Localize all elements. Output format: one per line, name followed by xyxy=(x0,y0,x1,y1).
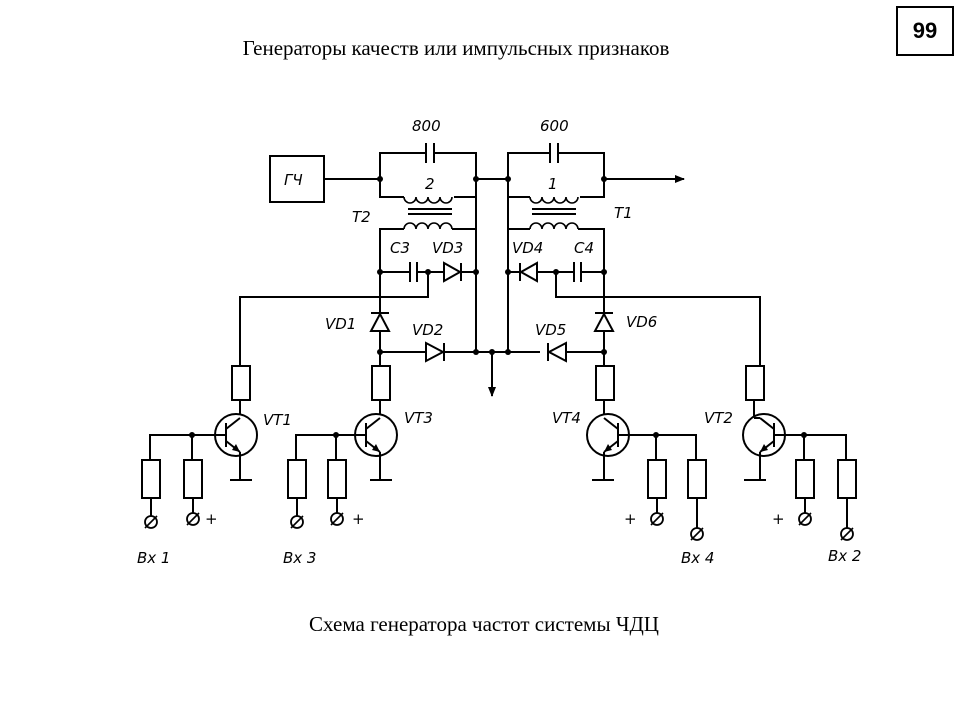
t2-secondary-winding xyxy=(403,222,453,230)
diode-vd3 xyxy=(443,261,476,283)
slide-title: Генераторы качеств или импульсных призна… xyxy=(242,36,670,60)
vt1-plus-sign: + xyxy=(205,510,218,528)
diode-vd1 xyxy=(369,311,391,352)
capacitor-c4-label: C4 xyxy=(574,239,594,257)
diode-vd6 xyxy=(593,311,615,352)
transformer-t1-core xyxy=(532,208,576,215)
transistor-vt2-label: VT2 xyxy=(704,409,733,427)
input-2-label: Bx 2 xyxy=(828,547,861,565)
vt2-plus-sign: + xyxy=(772,510,785,528)
transistor-vt4-label: VT4 xyxy=(552,409,581,427)
input-1-label: Bx 1 xyxy=(137,549,170,567)
diode-vd5-label: VD5 xyxy=(535,321,566,339)
diode-vd1-label: VD1 xyxy=(325,315,356,333)
diode-vd4 xyxy=(508,261,538,283)
diode-vd2 xyxy=(425,341,446,363)
page-number-badge: 99 xyxy=(896,6,954,56)
capacitor-c3-label: C3 xyxy=(390,239,410,257)
figure-caption: Схема генератора частот системы ЧДЦ xyxy=(309,612,659,636)
diode-vd5 xyxy=(546,341,567,363)
capacitor-800-label: 800 xyxy=(412,117,441,135)
transistor-vt1-label: VT1 xyxy=(263,411,292,429)
diode-vd4-label: VD4 xyxy=(512,239,543,257)
input-3-label: Bx 3 xyxy=(283,549,316,567)
transformer-t2-label: T2 xyxy=(352,208,371,226)
diode-vd6-label: VD6 xyxy=(626,313,657,331)
vt3-plus-sign: + xyxy=(352,510,365,528)
frequency-generator-box xyxy=(269,155,325,203)
transistor-vt3-label: VT3 xyxy=(404,409,433,427)
generator-label: ГЧ xyxy=(284,171,303,189)
transistor-vt1 xyxy=(141,365,258,529)
vt4-plus-sign: + xyxy=(624,510,637,528)
t1-secondary-winding xyxy=(529,222,579,230)
transistor-vt2 xyxy=(742,365,857,541)
vt2-collector-line xyxy=(555,272,761,366)
diode-vd2-label: VD2 xyxy=(412,321,443,339)
coil-1-label: 1 xyxy=(548,175,558,193)
input-4-label: Bx 4 xyxy=(681,549,714,567)
coil-2-label: 2 xyxy=(425,175,435,193)
capacitor-600-label: 600 xyxy=(540,117,569,135)
vt1-collector-line xyxy=(239,272,429,366)
transformer-t2-core xyxy=(408,208,452,215)
capacitor-c3 xyxy=(380,262,444,282)
transformer-t1-label: T1 xyxy=(614,204,633,222)
capacitor-c4 xyxy=(537,262,604,282)
filter-800 xyxy=(379,143,477,204)
transistor-vt4 xyxy=(586,365,707,541)
transistor-vt3 xyxy=(287,365,398,529)
filter-600 xyxy=(507,143,605,204)
diode-vd3-label: VD3 xyxy=(432,239,463,257)
page-number: 99 xyxy=(912,18,938,43)
